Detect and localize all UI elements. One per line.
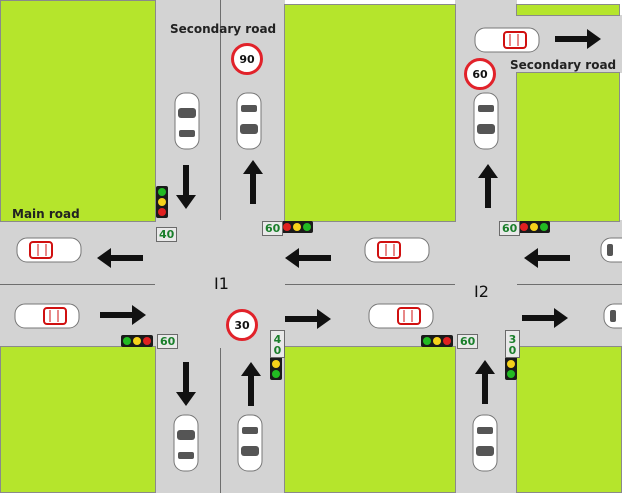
arrow-right-icon xyxy=(285,309,331,329)
car-partial-icon xyxy=(603,303,622,329)
arrow-right-icon xyxy=(555,29,601,49)
arrow-left-icon xyxy=(285,248,331,268)
signal-timer: 60 xyxy=(457,334,479,349)
secondary-road-label-left: Secondary road xyxy=(170,22,277,36)
arrow-up-icon xyxy=(478,164,498,208)
lane-divider xyxy=(220,348,221,493)
arrow-right-icon xyxy=(100,305,146,325)
arrow-up-icon xyxy=(241,362,261,406)
signal-timer: 60 xyxy=(499,221,521,236)
car-convertible-icon xyxy=(364,237,430,263)
signal-timer: 60 xyxy=(262,221,284,236)
car-convertible-icon xyxy=(16,237,82,263)
car-white-icon xyxy=(236,92,262,150)
grass-block xyxy=(516,346,622,493)
grass-block xyxy=(284,4,456,222)
signal-lamp xyxy=(133,337,141,345)
secondary-road-label-right: Secondary road xyxy=(510,58,617,72)
arrow-up-icon xyxy=(475,360,495,404)
car-partial-icon xyxy=(600,237,622,263)
arrow-right-icon xyxy=(522,308,568,328)
car-convertible-icon xyxy=(14,303,80,329)
signal-timer: 40 xyxy=(156,227,178,242)
signal-timer: 60 xyxy=(157,334,179,349)
lane-divider xyxy=(220,0,221,220)
signal-lamp xyxy=(272,370,280,378)
grass-block xyxy=(0,0,156,222)
signal-lamp xyxy=(158,198,166,206)
arrow-down-icon xyxy=(176,362,196,406)
grass-block xyxy=(516,72,620,222)
traffic-light xyxy=(156,186,168,218)
signal-lamp xyxy=(443,337,451,345)
speed-limit-sign-90: 90 xyxy=(231,43,263,75)
car-white-icon xyxy=(472,414,498,472)
car-convertible-icon xyxy=(368,303,434,329)
traffic-light xyxy=(421,335,453,347)
arrow-left-icon xyxy=(97,248,143,268)
speed-limit-sign-60: 60 xyxy=(464,58,496,90)
main-road-label: Main road xyxy=(12,207,80,221)
car-white-icon xyxy=(174,92,200,150)
signal-lamp xyxy=(303,223,311,231)
lane-divider xyxy=(285,284,455,285)
signal-lamp xyxy=(507,360,515,368)
signal-lamp xyxy=(530,223,538,231)
signal-lamp xyxy=(540,223,548,231)
signal-timer: 40 xyxy=(270,330,285,358)
car-white-icon xyxy=(237,414,263,472)
grass-block xyxy=(0,346,156,493)
arrow-down-icon xyxy=(176,165,196,209)
traffic-light xyxy=(121,335,153,347)
traffic-light xyxy=(281,221,313,233)
signal-lamp xyxy=(272,360,280,368)
speed-limit-sign-30: 30 xyxy=(226,309,258,341)
signal-lamp xyxy=(423,337,431,345)
lane-divider xyxy=(517,284,622,285)
signal-lamp xyxy=(158,208,166,216)
intersection-label-i2: I2 xyxy=(474,282,489,301)
grass-block xyxy=(284,346,456,493)
car-white-icon xyxy=(173,414,199,472)
lane-divider xyxy=(0,284,155,285)
signal-timer: 30 xyxy=(505,330,520,358)
arrow-up-icon xyxy=(243,160,263,204)
signal-lamp xyxy=(433,337,441,345)
car-convertible-icon xyxy=(474,27,540,53)
signal-lamp xyxy=(507,370,515,378)
signal-lamp xyxy=(158,188,166,196)
signal-lamp xyxy=(520,223,528,231)
signal-lamp xyxy=(293,223,301,231)
arrow-left-icon xyxy=(524,248,570,268)
signal-lamp xyxy=(283,223,291,231)
grass-block xyxy=(516,4,620,16)
signal-lamp xyxy=(143,337,151,345)
traffic-light xyxy=(518,221,550,233)
car-white-icon xyxy=(473,92,499,150)
signal-lamp xyxy=(123,337,131,345)
intersection-label-i1: I1 xyxy=(214,274,229,293)
